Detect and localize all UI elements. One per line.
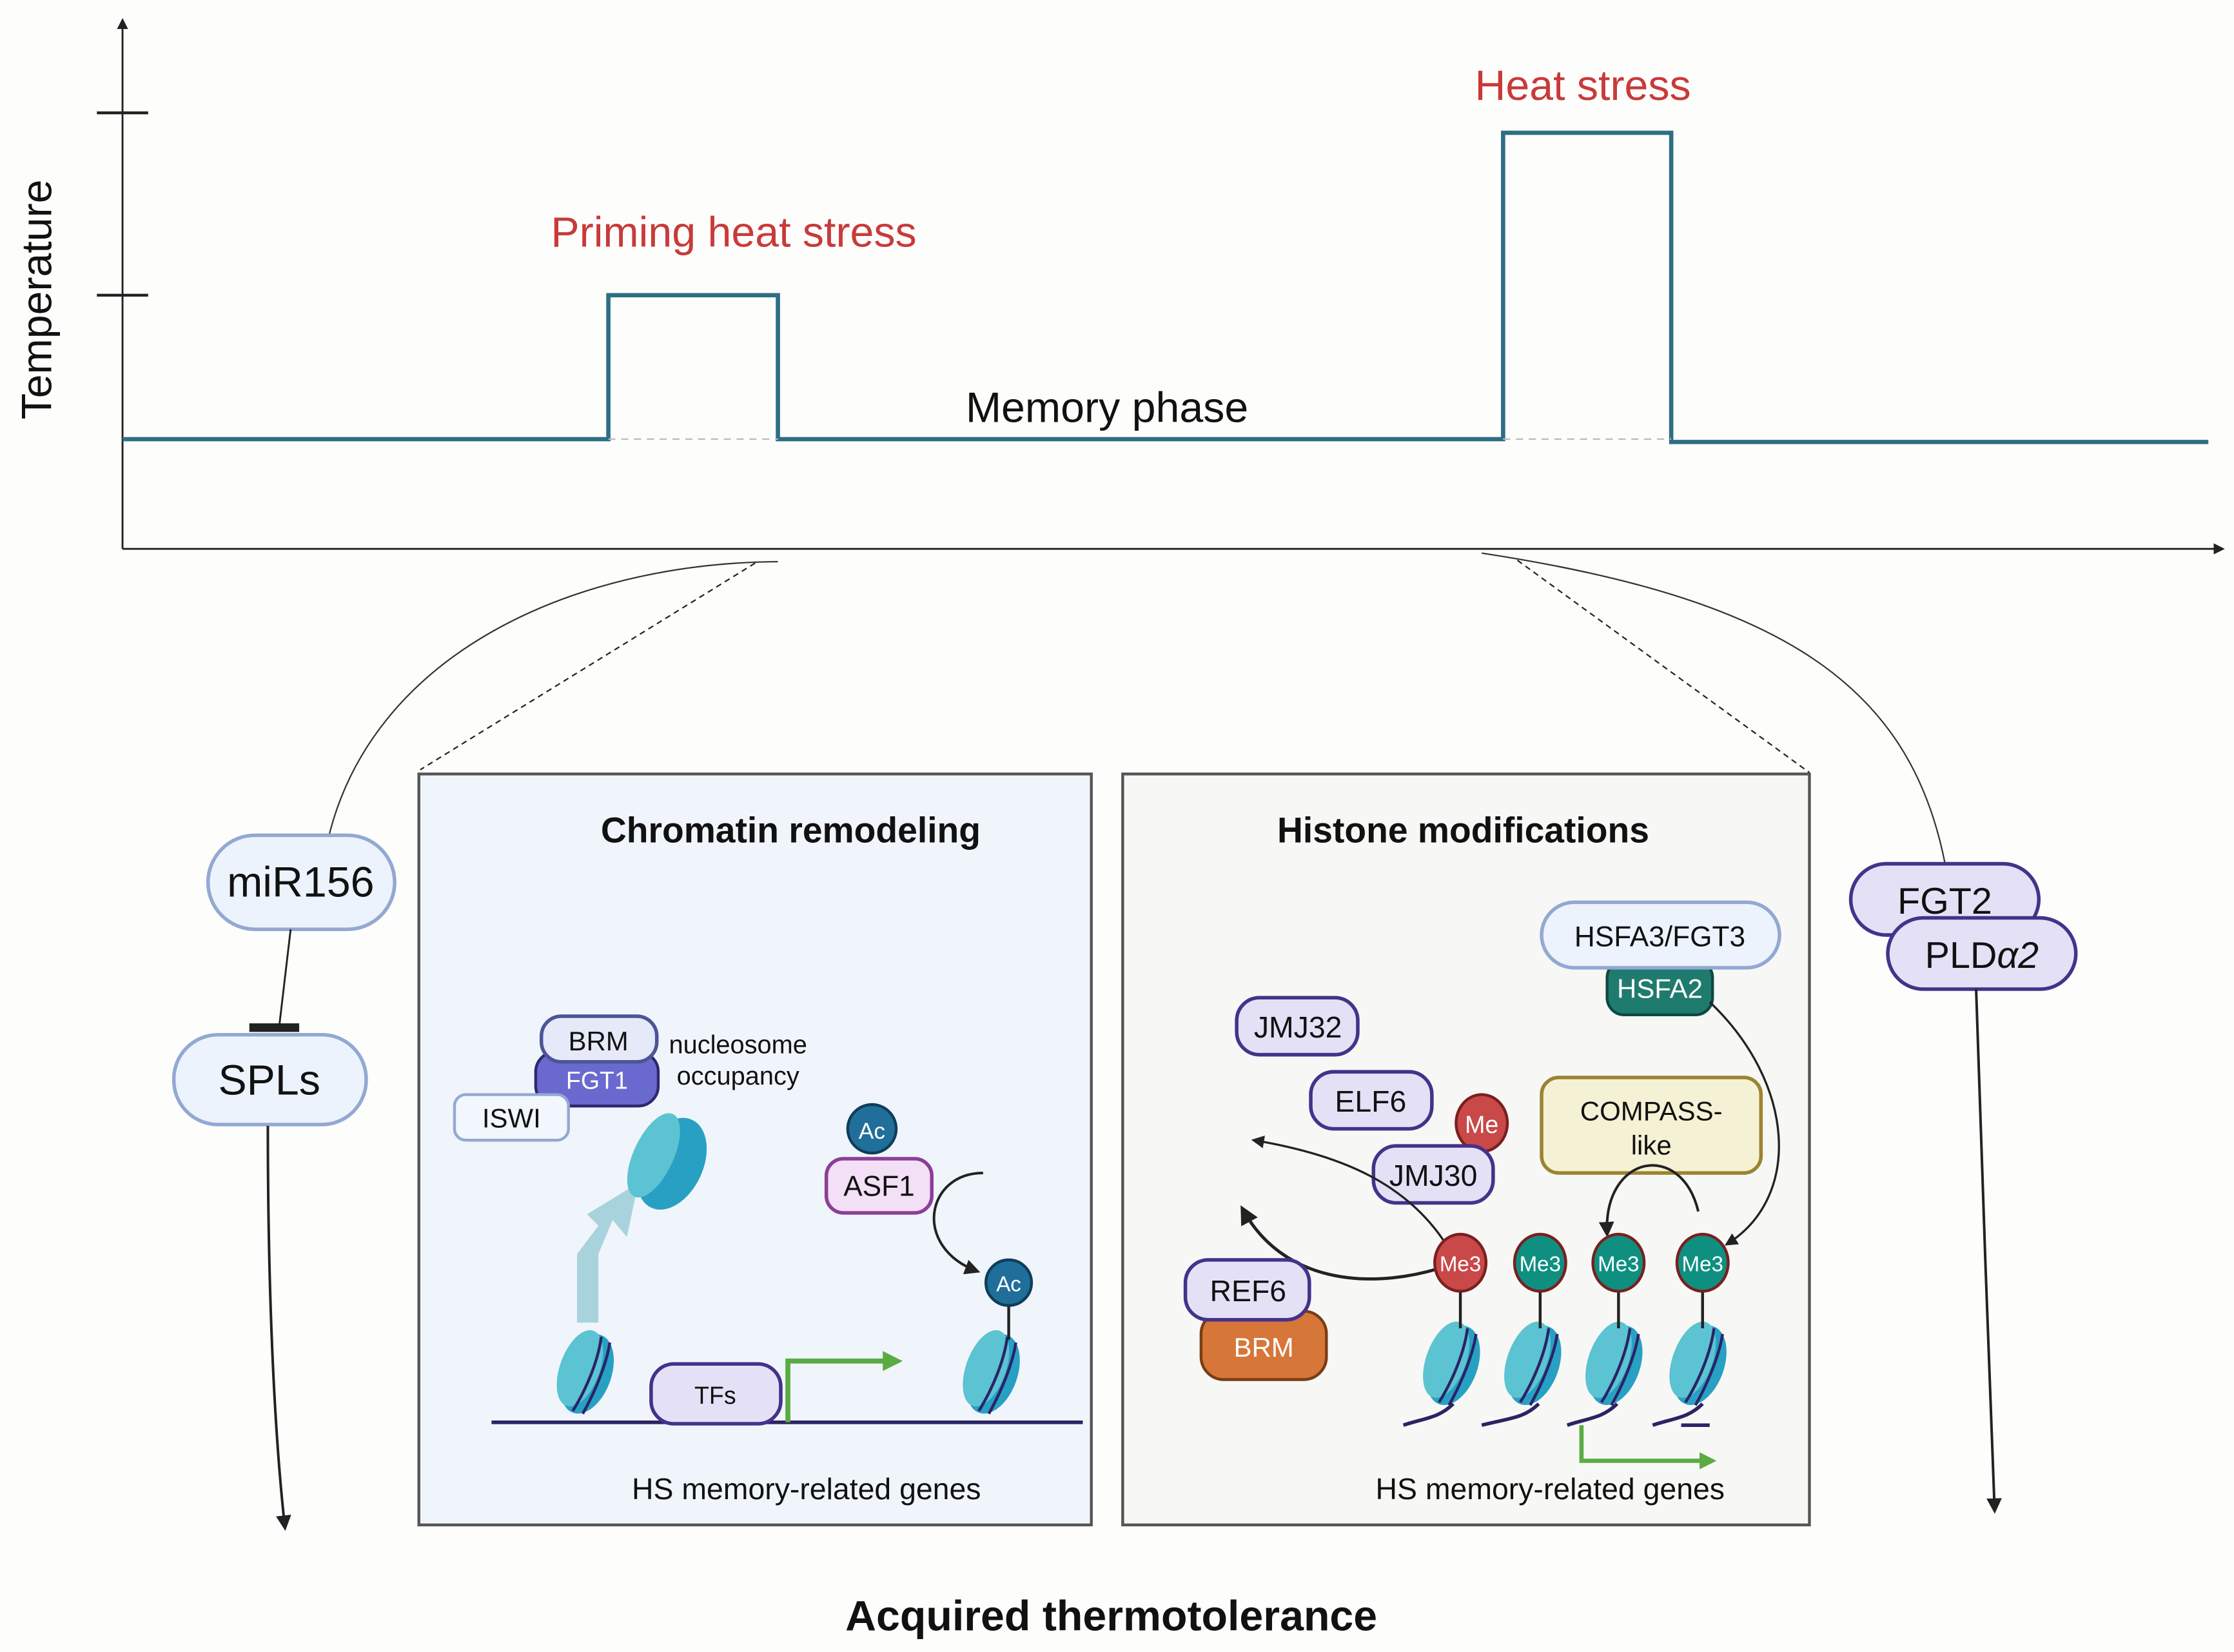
me3-marks: Me3 Me3 Me3 Me3 (1433, 1232, 1730, 1328)
transcription-arrow-histone (1579, 1425, 1717, 1470)
mir156-label: miR156 (227, 858, 374, 906)
compass-like-node (1540, 1076, 1763, 1175)
pld-alpha2-label: PLDα2 (1925, 935, 2039, 976)
right-pathway: FGT2 PLDα2 (1848, 861, 2078, 1514)
priming-heat-stress-label: Priming heat stress (551, 209, 916, 257)
ref6-node (1183, 1258, 1311, 1322)
compass-line1: COMPASS- (1580, 1096, 1723, 1126)
spls-node (171, 1032, 368, 1126)
inhibition-line (278, 929, 292, 1027)
asf1-node (824, 1157, 934, 1215)
heat-stress-label: Heat stress (1475, 62, 1691, 110)
ref6-demethylation-arrow (1240, 1205, 1440, 1281)
jmj30-node (1371, 1144, 1495, 1205)
me3-mark-red (1433, 1232, 1488, 1293)
transcription-arrow (785, 1351, 903, 1422)
memory-phase-label: Memory phase (966, 384, 1248, 432)
hsfa3-fgt3-node (1540, 900, 1781, 970)
ac-mark-bound-label: Ac (996, 1273, 1021, 1297)
nucleosome-occupancy-line1: nucleosome (669, 1030, 807, 1059)
ac-mark-bound (984, 1258, 1034, 1307)
compass-methylation-arrow (1598, 1164, 1700, 1237)
chromatin-panel-title: Chromatin remodeling (601, 810, 981, 850)
dna-array (1402, 1402, 1710, 1427)
zoom-line-left (420, 562, 756, 771)
iswi-label: ISWI (482, 1103, 541, 1133)
temperature-trace (122, 130, 2209, 444)
me3-mark-teal (1675, 1232, 1730, 1293)
ac-mark-free-label: Ac (859, 1119, 885, 1144)
spls-arrow (266, 1126, 291, 1531)
histone-modifications-panel: Histone modifications HSFA2 HSFA3/FGT3 J… (1121, 772, 1811, 1527)
zoom-line-right (1516, 559, 1810, 774)
connectors (327, 552, 1946, 863)
elf6-node (1309, 1070, 1434, 1131)
ac-mark-free (846, 1103, 898, 1155)
tfs-label: TFs (694, 1382, 736, 1409)
chromatin-remodeling-panel: Chromatin remodeling FGT1 BRM ISWI nucle… (417, 772, 1093, 1527)
asf1-label: ASF1 (843, 1170, 915, 1202)
brm-label: BRM (568, 1026, 628, 1056)
connector-right-curve (1482, 552, 1946, 863)
connector-left-curve (327, 560, 778, 841)
histone-panel-title: Histone modifications (1277, 810, 1649, 850)
pld-arrow (1975, 988, 2002, 1514)
chromatin-genes-label: HS memory-related genes (632, 1472, 981, 1506)
jmj32-label: JMJ32 (1254, 1010, 1342, 1044)
me-mark-label: Me (1465, 1111, 1498, 1138)
pld-alpha2-node (1886, 916, 2078, 991)
fgt1-label: FGT1 (566, 1067, 628, 1094)
hsfa2-methylation-arrow (1709, 1001, 1780, 1246)
me3-label: Me3 (1598, 1253, 1639, 1277)
me3-label: Me3 (1682, 1253, 1723, 1277)
mir156-node (206, 833, 397, 931)
jmj30-label: JMJ30 (1389, 1159, 1478, 1192)
y-axis-label: Temperature (14, 179, 61, 419)
nucleosome-occupancy-line2: occupancy (677, 1062, 799, 1090)
spls-label: SPLs (218, 1057, 320, 1105)
me3-label: Me3 (1440, 1253, 1481, 1277)
compass-line2: like (1631, 1130, 1672, 1160)
left-pathway: miR156 SPLs (171, 833, 397, 1531)
iswi-node (453, 1093, 570, 1142)
temperature-timeline: Temperature Priming heat stress Heat str… (14, 17, 2225, 555)
acquired-thermotolerance-label: Acquired thermotolerance (845, 1592, 1377, 1640)
brm-node (539, 1014, 659, 1064)
asf1-acetylation-arrow (932, 1172, 983, 1275)
me3-mark-teal (1513, 1232, 1567, 1293)
me3-mark-teal (1591, 1232, 1646, 1293)
jmj32-node (1235, 996, 1360, 1057)
me3-label: Me3 (1520, 1253, 1561, 1277)
histone-genes-label: HS memory-related genes (1376, 1472, 1725, 1506)
hsfa2-label: HSFA2 (1617, 973, 1703, 1003)
inhibition-bar (249, 1023, 300, 1032)
hsfa3-fgt3-label: HSFA3/FGT3 (1574, 921, 1745, 953)
elf6-label: ELF6 (1335, 1085, 1406, 1118)
fgt2-label: FGT2 (1897, 881, 1992, 922)
brm-histone-label: BRM (1233, 1332, 1293, 1362)
tfs-node (649, 1362, 783, 1426)
evicted-nucleosome (627, 1113, 707, 1210)
jmj30-demethylation-arrow (1251, 1136, 1452, 1252)
eviction-arrow (576, 1183, 638, 1323)
ref6-label: REF6 (1210, 1274, 1287, 1308)
